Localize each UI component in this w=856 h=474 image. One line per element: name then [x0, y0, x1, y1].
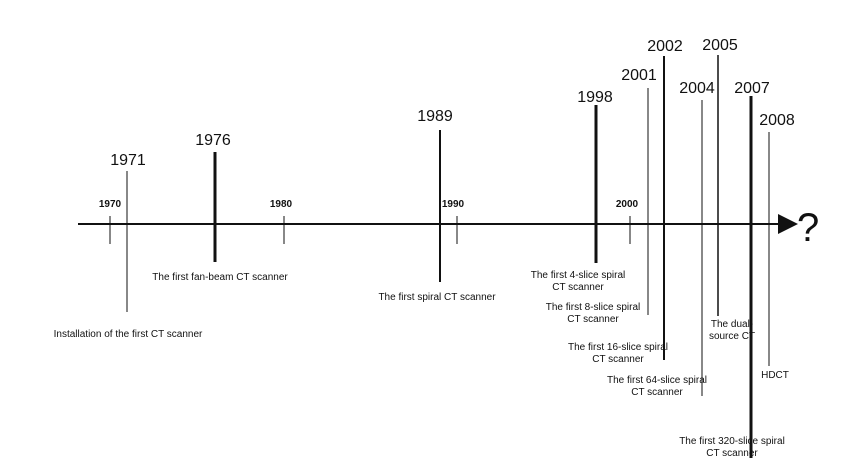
- event-description: HDCT: [761, 370, 789, 381]
- event-year-label: 2008: [759, 112, 795, 129]
- event-description: The first fan-beam CT scanner: [152, 272, 288, 283]
- event-description: The first spiral CT scanner: [378, 292, 496, 303]
- event-year-label: 1971: [110, 152, 146, 169]
- future-question-mark: ?: [797, 206, 819, 250]
- event-year-label: 2007: [734, 80, 770, 97]
- event-year-label: 1976: [195, 132, 231, 149]
- event-year-label: 2005: [702, 37, 738, 54]
- event-year-label: 2004: [679, 80, 715, 97]
- decade-ticks: 1970 1980 1990 2000: [99, 199, 639, 244]
- event-description: The dual-source CT: [709, 319, 755, 342]
- decade-tick-label: 1970: [99, 199, 122, 210]
- decade-tick-label: 1990: [442, 199, 465, 210]
- decade-tick-label: 2000: [616, 199, 639, 210]
- event-year-label: 1998: [577, 89, 613, 106]
- event-year-label: 2001: [621, 67, 657, 84]
- decade-tick-label: 1980: [270, 199, 293, 210]
- event-description: Installation of the first CT scanner: [54, 329, 203, 340]
- event-year-label: 2002: [647, 38, 683, 55]
- event-year-label: 1989: [417, 108, 453, 125]
